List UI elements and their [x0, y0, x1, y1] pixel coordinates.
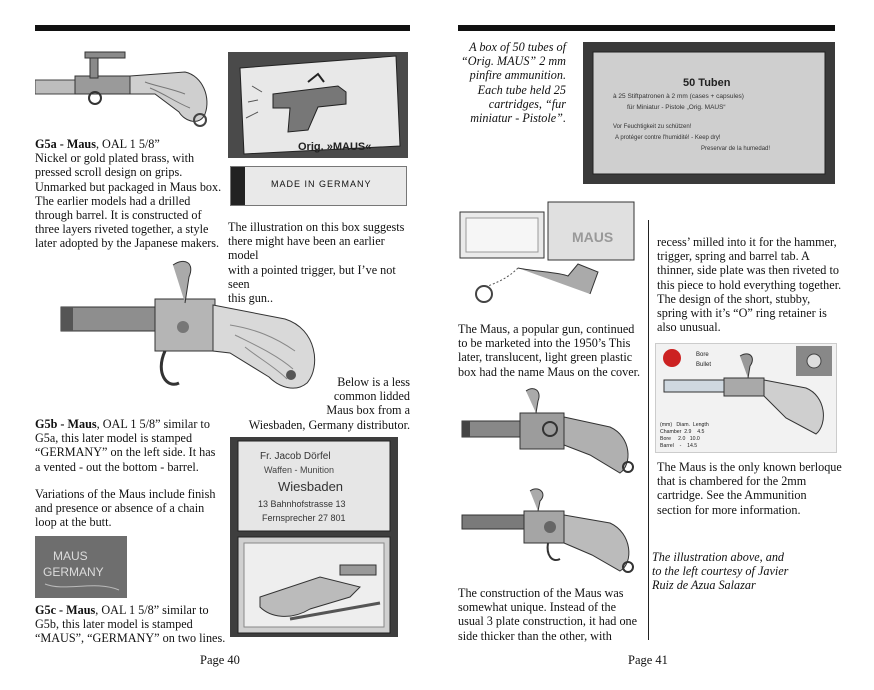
maus-pistol-photo-2 [460, 485, 640, 581]
g5a-body: Nickel or gold plated brass, with presse… [35, 151, 222, 251]
g5a-description: G5a - Maus, OAL 1 5/8” Nickel or gold pl… [35, 137, 225, 251]
g5c-title: G5c - Maus [35, 603, 96, 617]
right-page-number: Page 41 [628, 653, 668, 667]
box50-line5: Preservar de la humedad! [701, 146, 770, 152]
g5c-oal: , OAL 1 5/8” similar to [95, 603, 209, 617]
made-in-germany-box-end: MADE IN GERMANY [230, 166, 407, 206]
box50-line4: A protéger contre l'humidité! - Keep dry… [615, 135, 721, 141]
box50-line3: Vor Feuchtigkeit zu schützen! [613, 124, 692, 130]
box50-line2: für Miniatur - Pistole „Orig. MAUS“ [627, 104, 726, 111]
wiesbaden-line1: Fr. Jacob Dörfel [260, 451, 331, 462]
left-header-rule [35, 25, 410, 31]
berloque-caption: The Maus is the only known berloque that… [657, 460, 842, 517]
stamp-line2: GERMANY [43, 565, 104, 579]
plastic-box-caption: The Maus, a popular gun, continued to be… [458, 322, 641, 379]
wiesbaden-line4: 13 Bahnhofstrasse 13 [258, 499, 346, 509]
box50-line1: à 25 Stiftpatronen à 2 mm (cases + capsu… [613, 93, 744, 100]
wiesbaden-line3: Wiesbaden [278, 479, 343, 494]
maus-pistol-photo-1 [460, 383, 640, 479]
g5a-pistol-photo [35, 42, 215, 132]
diagram-bullet: Bullet [696, 362, 711, 368]
g5b-body: G5a, this later model is stamped “GERMAN… [35, 431, 216, 474]
g5c-description: G5c - Maus, OAL 1 5/8” similar to G5b, t… [35, 603, 235, 646]
stamp-line1: MAUS [53, 549, 88, 563]
g5a-title: G5a - Maus [35, 137, 96, 151]
box50-title: 50 Tuben [683, 77, 731, 89]
recess-text: recess’ milled into it for the hammer, t… [657, 235, 842, 335]
right-column-divider [648, 220, 649, 640]
g5c-body: G5b, this later model is stamped “MAUS”,… [35, 617, 226, 646]
wiesbaden-box-photo: Fr. Jacob Dörfel Waffen - Munition Wiesb… [230, 437, 398, 637]
g5b-description: G5b - Maus, OAL 1 5/8” similar to G5a, t… [35, 417, 235, 474]
variations-text: Variations of the Maus include finish an… [35, 487, 216, 530]
g5b-pistol-photo [55, 255, 330, 410]
box50-caption: A box of 50 tubes of “Orig. MAUS” 2 mm p… [461, 40, 566, 126]
box-illustration-caption: The illustration on this box suggests th… [228, 220, 405, 306]
g5a-oal: , OAL 1 5/8” [95, 137, 160, 151]
lidded-box-caption: Below is a less common lidded Maus box f… [248, 375, 410, 432]
maus-box-photo: Orig. »MAUS« [228, 52, 408, 158]
wiesbaden-line5: Fernsprecher 27 801 [262, 513, 346, 523]
box50-photo: 50 Tuben à 25 Stiftpatronen à 2 mm (case… [583, 42, 835, 184]
right-header-rule [458, 25, 835, 31]
maus-box-label: Orig. »MAUS« [298, 141, 371, 153]
maus-germany-stamp-photo: MAUS GERMANY [35, 536, 127, 598]
left-page-number: Page 40 [200, 653, 240, 667]
made-in-germany-text: MADE IN GERMANY [271, 179, 372, 189]
illustration-credit: The illustration above, and to the left … [652, 550, 789, 593]
plastic-box-photo: MAUS [458, 198, 640, 310]
construction-text: The construction of the Maus was somewha… [458, 586, 638, 643]
diagram-bore: Bore [696, 352, 709, 358]
wiesbaden-line2: Waffen - Munition [264, 465, 334, 475]
g5b-title: G5b - Maus [35, 417, 97, 431]
plastic-box-label: MAUS [572, 229, 613, 245]
g5b-oal: , OAL 1 5/8” similar to [96, 417, 210, 431]
